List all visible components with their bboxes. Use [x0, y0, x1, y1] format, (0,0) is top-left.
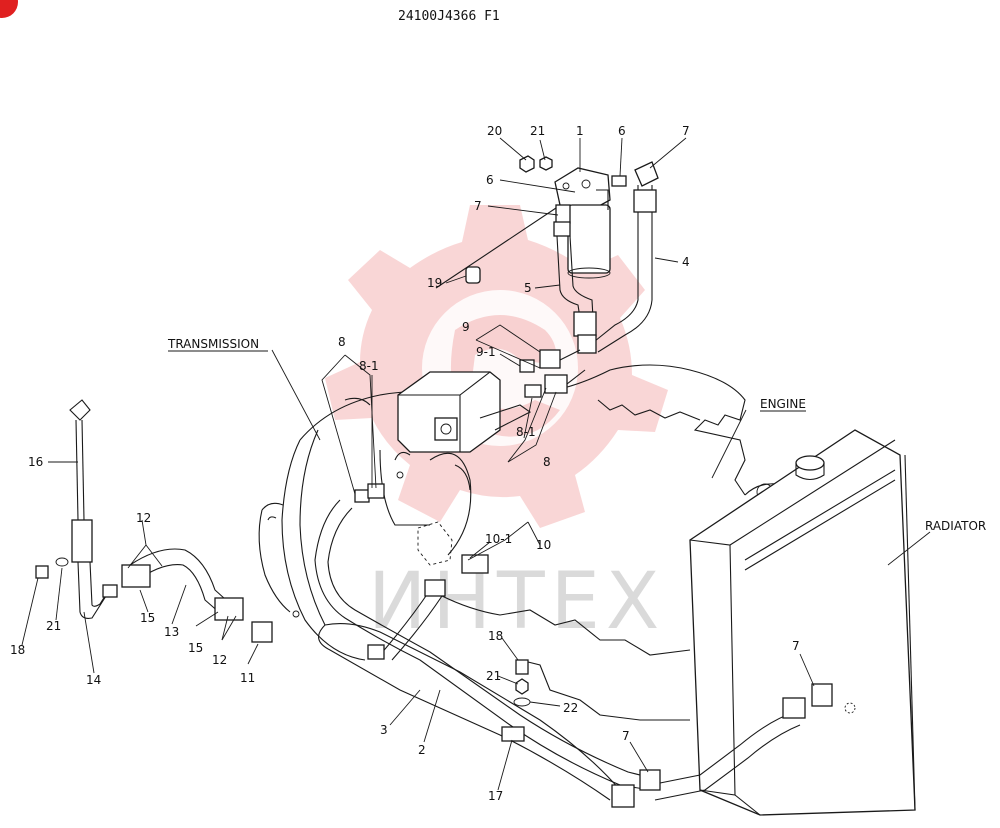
callout-10: 10 — [536, 538, 551, 552]
callout-11: 11 — [240, 671, 255, 685]
callout-13: 13 — [164, 625, 179, 639]
callout-16: 16 — [28, 455, 43, 469]
callout-7: 7 — [622, 729, 630, 743]
callout-9-1: 9-1 — [476, 345, 496, 359]
bolt-washer-set — [513, 659, 531, 707]
callout-4: 4 — [682, 255, 690, 269]
callout-7: 7 — [682, 124, 690, 138]
callout-7: 7 — [792, 639, 800, 653]
callout-17: 17 — [488, 789, 503, 803]
engine-label: ENGINE — [760, 397, 806, 411]
callout-15: 15 — [140, 611, 155, 625]
hose-4 — [589, 185, 657, 353]
cooler-hoses — [314, 499, 833, 808]
part-code: 24100J4366 F1 — [398, 9, 500, 24]
callout-8-1: 8-1 — [359, 359, 379, 373]
oil-filter-assembly — [435, 155, 659, 289]
radiator-label: RADIATOR — [925, 519, 986, 533]
transmission-drawing — [258, 371, 532, 661]
callout-6: 6 — [618, 124, 626, 138]
watermark-text: ИНТЕХ — [368, 557, 665, 647]
callout-8: 8 — [543, 455, 551, 469]
callout-21: 21 — [46, 619, 61, 633]
hose-5 — [556, 235, 597, 354]
leader-lines — [21, 137, 931, 791]
callout-7: 7 — [474, 199, 482, 213]
callout-10-1: 10-1 — [485, 532, 512, 546]
callout-5: 5 — [524, 281, 532, 295]
callout-14: 14 — [86, 673, 101, 687]
callout-20: 20 — [487, 124, 502, 138]
dipstick-filler — [35, 399, 273, 643]
callout-3: 3 — [380, 723, 388, 737]
callout-labels: 20 21 1 6 7 6 7 19 5 4 9 9-1 8 8-1 8-1 8… — [10, 124, 800, 803]
callout-19: 19 — [427, 276, 442, 290]
callout-6: 6 — [486, 173, 494, 187]
callout-1: 1 — [576, 124, 584, 138]
callout-15: 15 — [188, 641, 203, 655]
engine-drawing — [439, 364, 791, 721]
transmission-label: TRANSMISSION — [167, 337, 259, 351]
callout-18: 18 — [10, 643, 25, 657]
callout-2: 2 — [418, 743, 426, 757]
callout-8: 8 — [338, 335, 346, 349]
radiator-drawing — [689, 429, 916, 816]
callout-8-1: 8-1 — [516, 425, 536, 439]
callout-22: 22 — [563, 701, 578, 715]
callout-21: 21 — [530, 124, 545, 138]
callout-12: 12 — [136, 511, 151, 525]
callout-18: 18 — [488, 629, 503, 643]
callout-21: 21 — [486, 669, 501, 683]
callout-9: 9 — [462, 320, 470, 334]
callout-12: 12 — [212, 653, 227, 667]
corner-badge — [0, 0, 18, 18]
